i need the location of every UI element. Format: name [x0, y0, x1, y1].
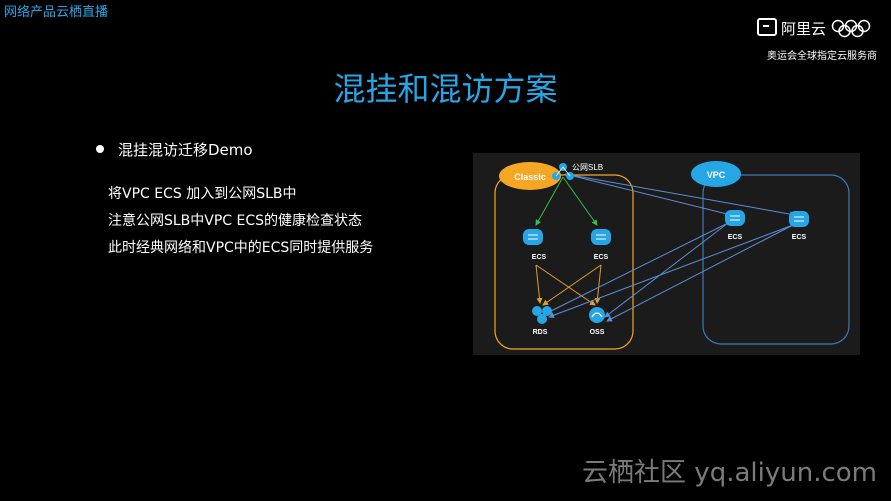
description-line: 将VPC ECS 加入到公网SLB中 — [108, 186, 297, 202]
oss-icon — [589, 307, 605, 323]
vpc-region — [702, 174, 850, 345]
description-line: 此时经典网络和VPC中的ECS同时提供服务 — [108, 240, 374, 256]
vpc-ecs-icon — [725, 210, 745, 226]
classic-badge: Classic — [499, 162, 561, 190]
vpc-badge: VPC — [691, 161, 741, 187]
classic-ecs-label: ECS — [594, 254, 609, 261]
vpc-ecs-label: ECS — [728, 234, 743, 241]
slb-icon — [552, 163, 574, 180]
aliyun-logo-icon — [757, 18, 777, 36]
rds-icon — [532, 306, 552, 324]
slb-label: 公网SLB — [572, 163, 603, 172]
vpc-ecs-label: ECS — [792, 234, 807, 241]
rds-label: RDS — [533, 329, 548, 336]
svg-text:VPC: VPC — [707, 170, 726, 180]
classic-ecs-icon — [591, 229, 611, 245]
brand-name: 阿里云 — [757, 18, 826, 39]
svg-text:Classic: Classic — [514, 172, 546, 182]
classic-region — [494, 174, 634, 350]
bullet-text: 混挂混访迁移Demo — [118, 141, 253, 159]
brand-slogan: 奥运会全球指定云服务商 — [767, 51, 877, 62]
watermark: 云栖社区 yq.aliyun.com — [582, 458, 877, 488]
classic-ecs-icon — [523, 229, 543, 245]
oss-label: OSS — [590, 329, 605, 336]
description-lines: 将VPC ECS 加入到公网SLB中 注意公网SLB中VPC ECS的健康检查状… — [108, 181, 373, 262]
bullet-dot-icon — [96, 145, 104, 153]
network-diagram: Classic VPC 公网SLB ECS ECS — [473, 153, 860, 355]
description-line: 注意公网SLB中VPC ECS的健康检查状态 — [108, 213, 363, 229]
bullet-item: 混挂混访迁移Demo — [96, 139, 253, 160]
olympic-rings-icon — [831, 19, 871, 38]
brand-logo: 阿里云 奥运会全球指定云服务商 — [757, 18, 877, 62]
vpc-ecs-icon — [789, 211, 809, 227]
classic-ecs-label: ECS — [532, 254, 547, 261]
slide-title: 混挂和混访方案 — [333, 70, 558, 108]
corner-tag: 网络产品云栖直播 — [4, 5, 109, 20]
